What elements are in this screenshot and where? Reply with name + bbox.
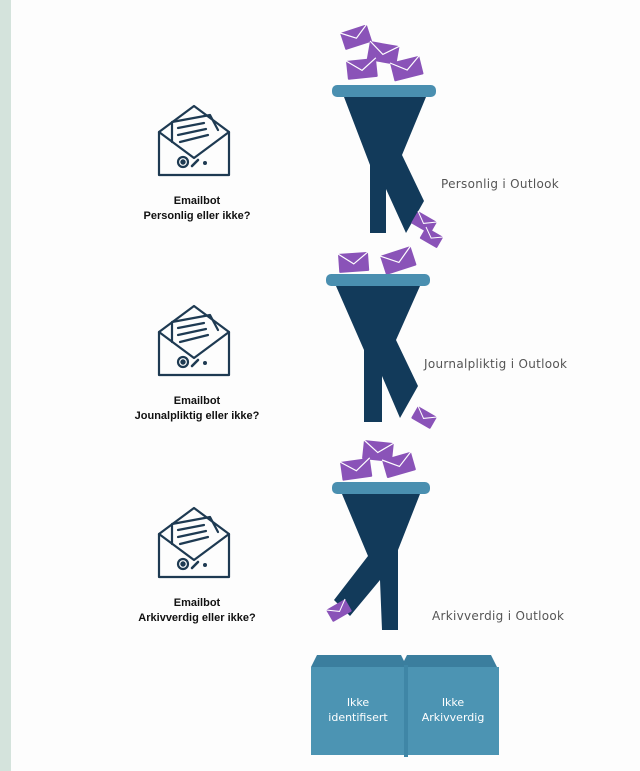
stage-label-arkivverdig: Emailbot Arkivverdig eller ikke? (97, 596, 297, 626)
envelope-icon (337, 245, 417, 275)
stage-title: Emailbot (173, 597, 221, 609)
funnel-body (344, 97, 426, 233)
funnel-arkivverdig (320, 432, 450, 647)
funnel-personlig (322, 23, 462, 255)
email-bot-icon (156, 102, 232, 183)
bin-label-line: identifisert (328, 711, 388, 724)
bin-label-line: Ikke (441, 696, 465, 709)
email-bot-icon (156, 302, 232, 383)
envelope-icon (339, 439, 416, 481)
left-accent-bar (0, 0, 11, 771)
bin-label-right: Ikke Arkivverdig (408, 695, 498, 725)
outlook-label-personlig: Personlig i Outlook (441, 177, 559, 191)
envelope-icon (339, 23, 424, 82)
email-bot-icon (156, 504, 232, 585)
bin-left (311, 667, 405, 755)
bin-right (407, 667, 499, 755)
stage-title: Emailbot (173, 195, 221, 207)
funnel-body (336, 286, 420, 422)
stage-question: Arkivverdig eller ikke? (138, 612, 256, 624)
bin-label-line: Ikke (346, 696, 370, 709)
stage-question: Personlig eller ikke? (143, 210, 251, 222)
outlook-label-journalpliktig: Journalpliktig i Outlook (424, 357, 568, 371)
funnel-body (334, 494, 420, 630)
funnel-rim (326, 274, 430, 286)
stage-label-journalpliktig: Emailbot Jounalpliktig eller ikke? (97, 394, 297, 424)
funnel-rim (332, 85, 436, 97)
envelope-icon (411, 210, 444, 248)
sorting-bins: Ikke identifisert Ikke Arkivverdig (309, 655, 499, 757)
stage-question: Jounalpliktig eller ikke? (134, 410, 260, 422)
stage-label-personlig: Emailbot Personlig eller ikke? (97, 194, 297, 224)
envelope-icon (325, 598, 352, 622)
envelope-icon (411, 405, 438, 429)
bin-label-line: Arkivverdig (421, 711, 485, 724)
stage-title: Emailbot (173, 395, 221, 407)
funnel-journalpliktig (318, 240, 458, 445)
outlook-label-arkivverdig: Arkivverdig i Outlook (432, 609, 565, 623)
funnel-rim (332, 482, 430, 494)
bin-label-left: Ikke identifisert (313, 695, 403, 725)
